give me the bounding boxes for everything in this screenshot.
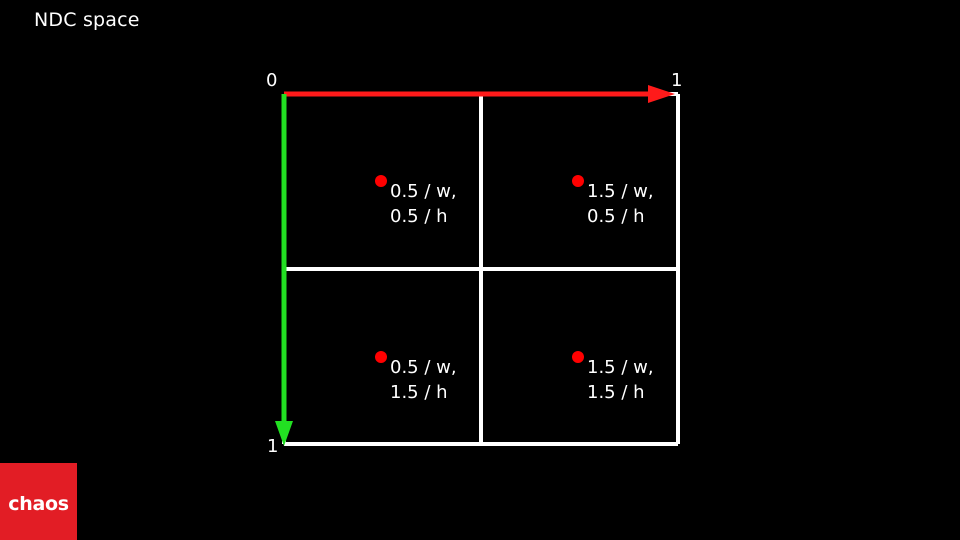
cell-label-top-right-line2: 0.5 / h [587,206,645,227]
pixel-center-point [572,175,584,187]
pixel-center-point [375,351,387,363]
cell-label-top-left-line1: 0.5 / w, [390,181,457,202]
y-axis-end-label: 1 [267,436,278,457]
cell-label-bottom-left-line2: 1.5 / h [390,382,448,403]
sample-points [375,175,584,363]
logo-text: chaos [8,492,69,515]
diagram-title: NDC space [34,9,140,31]
pixel-center-point [572,351,584,363]
origin-label: 0 [266,70,277,91]
cell-label-bottom-right-line2: 1.5 / h [587,382,645,403]
cell-label-bottom-right-line1: 1.5 / w, [587,357,654,378]
pixel-center-point [375,175,387,187]
x-axis-arrow [284,85,675,103]
cell-label-bottom-left-line1: 0.5 / w, [390,357,457,378]
chaos-logo: chaos [0,463,77,540]
cell-label-top-right-line1: 1.5 / w, [587,181,654,202]
y-axis-arrow [275,94,293,446]
x-axis-end-label: 1 [671,70,682,91]
cell-label-top-left-line2: 0.5 / h [390,206,448,227]
